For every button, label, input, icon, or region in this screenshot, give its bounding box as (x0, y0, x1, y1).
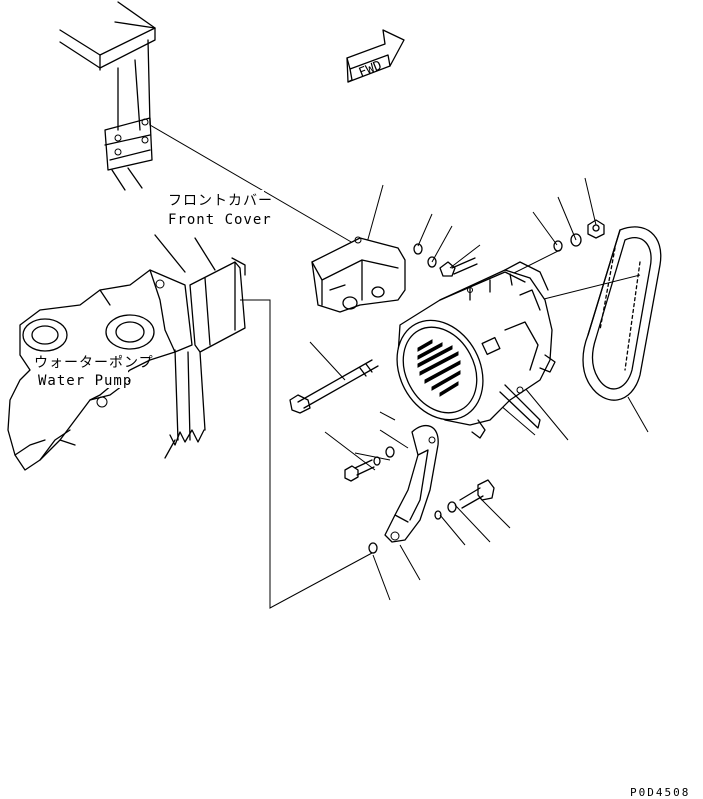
fwd-direction-arrow: FWD (346, 29, 405, 83)
fwd-label: FWD (357, 58, 385, 81)
alternator-vents (417, 339, 461, 397)
nut-and-washers (553, 219, 605, 252)
arm-bolt-set-right (368, 479, 495, 554)
drawing-code: P0D4508 (630, 786, 690, 799)
label-group-front-cover: フロントカバー Front Cover (164, 190, 273, 228)
adjusting-arm (384, 424, 439, 543)
front-cover-upper (59, 1, 156, 191)
front-cover-lower (154, 234, 246, 459)
label-group-water-pump: ウォーターポンプ Water Pump (32, 352, 154, 389)
front-cover-en-label: Front Cover (168, 212, 272, 228)
arm-bolt-set-left (344, 446, 395, 482)
front-cover-jp-label: フロントカバー (168, 193, 273, 209)
bracket-bolt-set (413, 243, 478, 277)
alternator-bracket (311, 236, 406, 313)
water-pump (7, 269, 193, 471)
water-pump-jp-label: ウォーターポンプ (34, 355, 154, 371)
alternator (396, 261, 556, 439)
leader-lines (149, 124, 649, 609)
v-belt (582, 226, 662, 401)
through-bolt (289, 359, 379, 414)
water-pump-en-label: Water Pump (38, 373, 132, 389)
